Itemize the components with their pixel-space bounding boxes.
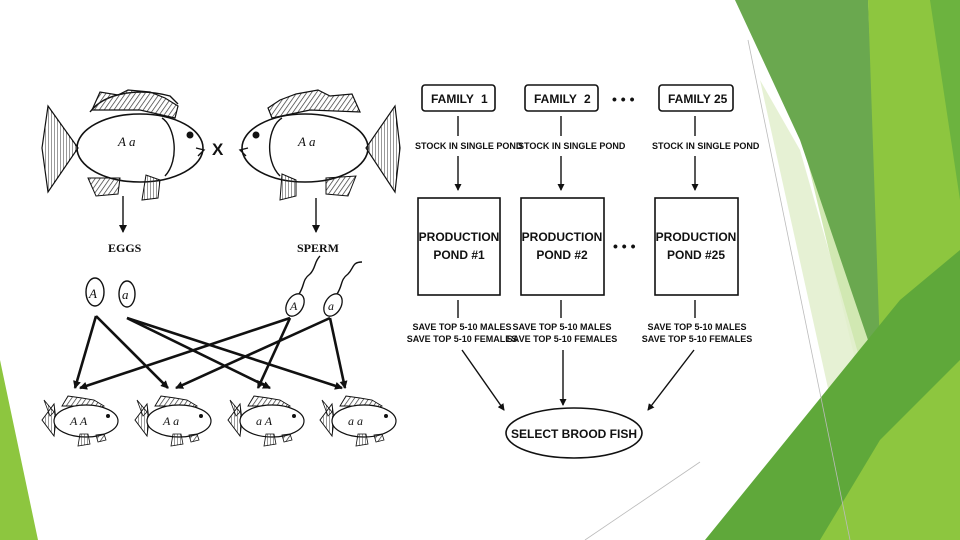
final-label: SELECT BROOD FISH	[511, 427, 637, 441]
save-males-25: SAVE TOP 5-10 MALES	[647, 322, 746, 332]
stock-label-1: STOCK IN SINGLE POND	[415, 141, 523, 151]
stock-label-25: STOCK IN SINGLE POND	[652, 141, 760, 151]
family-number-1: 1	[481, 92, 488, 106]
production-pond-25: PRODUCTION POND #25	[654, 197, 739, 296]
family-label-2: FAMILY	[534, 92, 577, 106]
left-parent-fish: A a	[41, 89, 206, 201]
offspring-genotype: A a	[162, 414, 179, 428]
offspring-genotype: a a	[348, 414, 363, 428]
egg-allele-1: A	[88, 286, 97, 301]
save-males-1: SAVE TOP 5-10 MALES	[412, 322, 511, 332]
gamete-combination-arrows	[73, 315, 348, 390]
pond-25-line1: PRODUCTION	[656, 230, 737, 244]
family-label-25: FAMILY	[668, 92, 711, 106]
sperm-A: A	[285, 255, 321, 317]
offspring-fish	[134, 395, 212, 447]
production-pond-2: PRODUCTION POND #2	[520, 197, 605, 296]
sperm-allele-2: a	[328, 299, 334, 313]
right-parent-fish: A a	[238, 89, 401, 201]
offspring-genotype: a A	[256, 414, 273, 428]
pond-25-line2: POND #25	[667, 248, 725, 262]
save-females-2: SAVE TOP 5-10 FEMALES	[507, 334, 618, 344]
offspring-fish	[319, 395, 397, 447]
pond-1-line1: PRODUCTION	[419, 230, 500, 244]
left-parent-genotype: A a	[117, 134, 136, 149]
ellipsis-ponds: • • •	[613, 238, 636, 254]
cross-symbol: X	[212, 140, 224, 159]
save-females-25: SAVE TOP 5-10 FEMALES	[642, 334, 753, 344]
genetic-cross-diagram: A a X A a EGGS SPERM A a	[41, 89, 401, 390]
selection-flowchart: FAMILY 1 FAMILY 2 • • • FAMILY 25 STOCK …	[407, 84, 760, 459]
save-males-2: SAVE TOP 5-10 MALES	[512, 322, 611, 332]
save-females-1: SAVE TOP 5-10 FEMALES	[407, 334, 518, 344]
family-box-25: FAMILY 25	[658, 84, 734, 112]
sperm-allele-1: A	[289, 299, 298, 313]
sperm-label: SPERM	[297, 241, 339, 255]
family-label-1: FAMILY	[431, 92, 474, 106]
right-parent-genotype: A a	[297, 134, 316, 149]
offspring-fish	[227, 395, 305, 447]
stock-label-2: STOCK IN SINGLE POND	[518, 141, 626, 151]
production-pond-1: PRODUCTION POND #1	[417, 197, 501, 296]
family-number-25: 25	[714, 92, 728, 106]
offspring-genotype: A A	[69, 414, 88, 428]
family-box-2: FAMILY 2	[524, 84, 599, 112]
sperm-a: a	[323, 261, 363, 317]
family-number-2: 2	[584, 92, 591, 106]
egg-A: A	[85, 277, 105, 307]
egg-a: a	[118, 280, 136, 308]
eggs-label: EGGS	[108, 241, 142, 255]
select-brood-fish-node: SELECT BROOD FISH	[505, 407, 643, 459]
ellipsis-families: • • •	[612, 91, 635, 107]
egg-allele-2: a	[122, 287, 129, 302]
pond-2-line2: POND #2	[536, 248, 588, 262]
offspring-fish	[41, 395, 119, 447]
family-box-1: FAMILY 1	[421, 84, 496, 112]
pond-2-line1: PRODUCTION	[522, 230, 603, 244]
pond-1-line2: POND #1	[433, 248, 485, 262]
